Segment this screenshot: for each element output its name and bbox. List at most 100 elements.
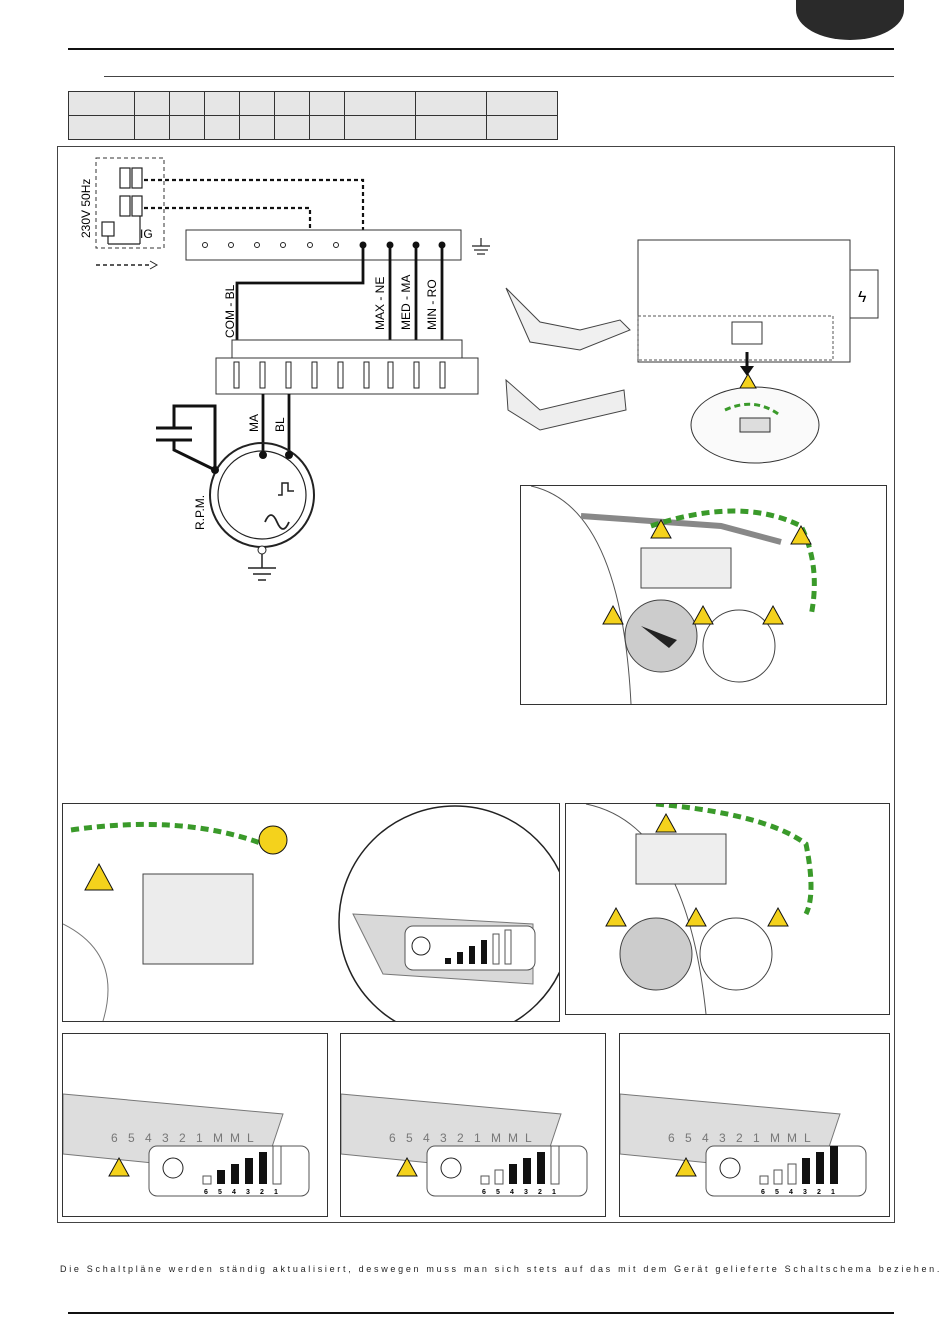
wire-com	[235, 245, 365, 370]
strip-number: M	[230, 1131, 240, 1145]
speed-box	[148, 1145, 310, 1197]
warning-icon	[84, 862, 114, 891]
speed-scale-label: 2	[260, 1189, 264, 1196]
terminal-housing	[142, 873, 254, 965]
speed-bars	[202, 1145, 282, 1185]
speed-scale-label: 5	[775, 1189, 779, 1196]
earth-icon	[472, 238, 490, 255]
label-bl: BL	[273, 417, 287, 432]
diagram-frame	[57, 146, 895, 1223]
detail-circle-right	[702, 609, 776, 683]
warning-icon	[396, 1156, 418, 1177]
strip-number: 3	[162, 1131, 169, 1145]
terminal-housing	[640, 547, 732, 589]
strip-number: 4	[423, 1131, 430, 1145]
speed-scale-label: 6	[204, 1189, 208, 1196]
warning-icon	[675, 1156, 697, 1177]
control-wire-2	[144, 206, 312, 230]
speed-scale-label: 3	[803, 1189, 807, 1196]
warning-icon	[739, 372, 757, 389]
switch-icon	[101, 167, 143, 245]
panel-ground-detail-2	[565, 803, 890, 1015]
warning-icons	[602, 518, 812, 625]
sketch-fitting-2	[505, 378, 627, 431]
control-wire-1	[144, 178, 365, 230]
strip-number: 6	[389, 1131, 396, 1145]
supply-label: 230V 50Hz	[79, 179, 93, 238]
motor-icon	[209, 442, 315, 581]
speed-scale-label: 3	[524, 1189, 528, 1196]
strip-number: 5	[128, 1131, 135, 1145]
strip-number: 1	[196, 1131, 203, 1145]
ground-cable	[70, 821, 264, 847]
label-min-ro: MIN - RO	[425, 279, 439, 330]
speed-scale-label: 2	[817, 1189, 821, 1196]
arrow-icon	[641, 626, 677, 648]
speed-scale-label: 1	[552, 1189, 556, 1196]
speed-scale-label: 5	[218, 1189, 222, 1196]
speed-scale-label: 1	[274, 1189, 278, 1196]
duct-outline-left	[63, 923, 109, 1021]
ground-cable	[650, 508, 817, 617]
header-row-1	[68, 91, 558, 116]
detail-circle-left	[619, 917, 693, 991]
inner-terminal	[731, 321, 763, 345]
strip-number: 3	[719, 1131, 726, 1145]
strip-number: L	[247, 1131, 254, 1145]
strip-number: 6	[668, 1131, 675, 1145]
terminal-strip-upper	[185, 229, 462, 261]
side-box	[849, 269, 879, 319]
label-com-bl: COM - BL	[223, 284, 237, 338]
ground-wire	[724, 402, 782, 418]
arrow-head-icon	[149, 260, 159, 270]
cable-bundle	[580, 513, 782, 545]
duct-outline	[530, 486, 632, 704]
fan-icon	[719, 1157, 741, 1179]
bottom-rule	[68, 1312, 894, 1314]
strip-number: 1	[753, 1131, 760, 1145]
strip-number: 4	[702, 1131, 709, 1145]
callout-terminal	[739, 417, 771, 433]
speed-scale-label: 2	[538, 1189, 542, 1196]
strip-number: L	[525, 1131, 532, 1145]
speed-box	[426, 1145, 588, 1197]
terminal-housing	[635, 833, 727, 885]
magnified-circle	[338, 805, 559, 1021]
strip-number: 5	[685, 1131, 692, 1145]
strip-number: M	[508, 1131, 518, 1145]
header-row-2	[68, 115, 558, 140]
label-max-ne: MAX - NE	[373, 277, 387, 330]
corner-tab	[796, 0, 904, 40]
speed-bars	[480, 1145, 560, 1185]
strip-number: 1	[474, 1131, 481, 1145]
strip-number: 3	[440, 1131, 447, 1145]
speed-box	[705, 1145, 867, 1197]
strip-number: 2	[457, 1131, 464, 1145]
switch-box	[95, 157, 165, 249]
warning-icon	[108, 1156, 130, 1177]
label-med-ma: MED - MA	[399, 275, 413, 330]
strip-number: 2	[179, 1131, 186, 1145]
speed-scale-label: 6	[482, 1189, 486, 1196]
speed-scale-label: 3	[246, 1189, 250, 1196]
strip-number: M	[770, 1131, 780, 1145]
strip-number: 4	[145, 1131, 152, 1145]
speed-scale-label: 6	[761, 1189, 765, 1196]
strip-number: 6	[111, 1131, 118, 1145]
unit-overview: ϟ	[505, 239, 879, 464]
lightning-icon: ϟ	[858, 289, 867, 306]
fan-icon	[162, 1157, 184, 1179]
warning-icons	[605, 812, 789, 927]
fan-icon	[411, 936, 431, 956]
top-rule	[68, 48, 894, 50]
pointer-arrow-icon	[740, 366, 754, 376]
terminal-block-lower	[215, 357, 479, 395]
inner-panel	[637, 315, 834, 361]
terminal-slots	[233, 361, 446, 389]
